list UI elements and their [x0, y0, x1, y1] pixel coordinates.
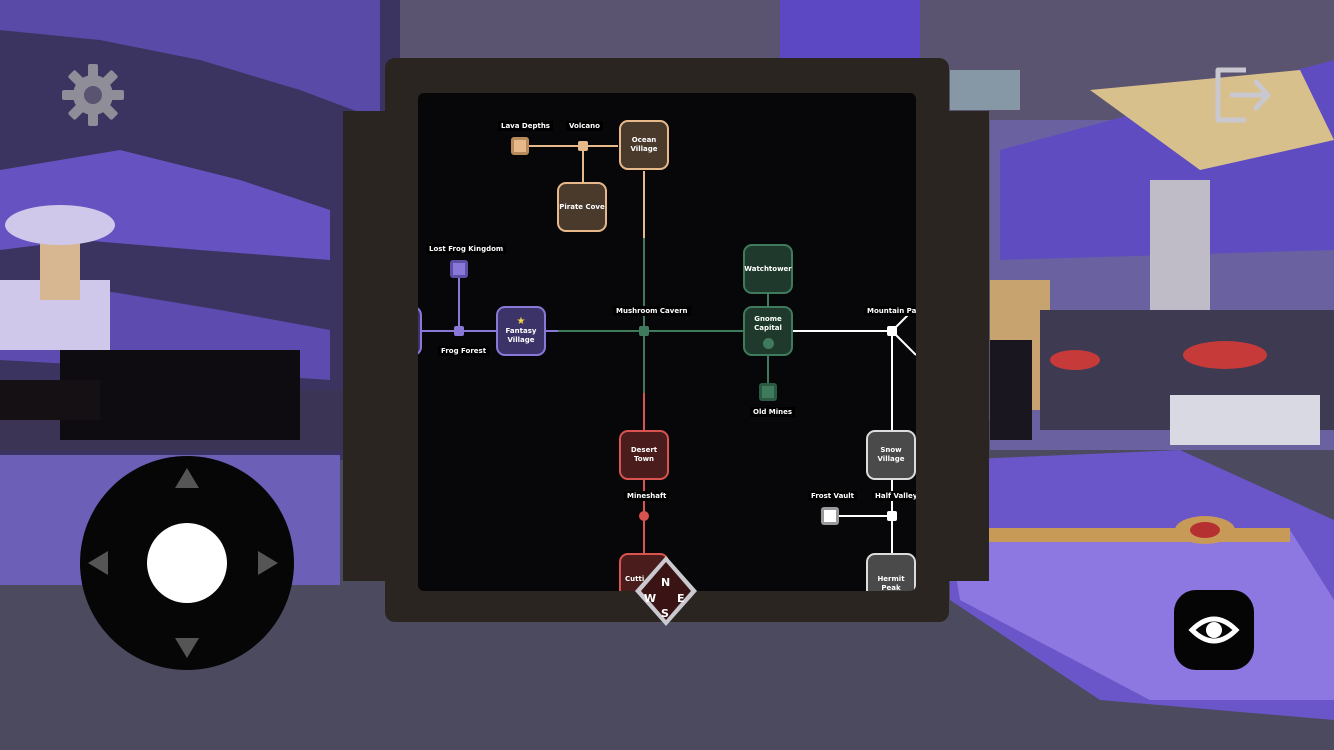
map-label-lava-depths: Lava Depths — [498, 121, 553, 131]
map-frame-left-tab — [343, 111, 387, 581]
map-node-gnome-capital[interactable]: Gnome Capital — [743, 306, 793, 356]
map-label-half-valley: Half Valley — [872, 491, 916, 501]
map-node-desert-town[interactable]: Desert Town — [619, 430, 669, 480]
up-arrow-icon[interactable] — [175, 468, 199, 488]
settings-gear-icon[interactable] — [60, 62, 126, 128]
compass-diamond-icon — [635, 556, 697, 626]
compass-east: E — [677, 592, 685, 605]
compass: N E S W — [635, 556, 697, 626]
junction-mineshaft[interactable] — [639, 511, 649, 521]
junction-volcano[interactable] — [578, 141, 588, 151]
junction-half-valley[interactable] — [887, 511, 897, 521]
left-arrow-icon[interactable] — [88, 551, 108, 575]
exit-icon[interactable] — [1210, 62, 1276, 128]
map-label-frost-vault: Frost Vault — [808, 491, 858, 501]
door-tile-lava-depths[interactable] — [511, 137, 529, 155]
map-label-lost-frog-kingdom: Lost Frog Kingdom — [426, 244, 507, 254]
map-connections — [418, 145, 916, 553]
map-node-pirate-cove[interactable]: Pirate Cove — [557, 182, 607, 232]
view-toggle-button[interactable] — [1174, 590, 1254, 670]
map-label-old-mines: Old Mines — [750, 407, 796, 417]
star-icon: ★ — [516, 316, 526, 327]
map-node-partial-left[interactable] — [418, 306, 422, 356]
junction-mushroom-cavern[interactable] — [639, 326, 649, 336]
compass-south: S — [661, 607, 669, 620]
map-node-gnome-capital-label: Gnome Capital — [754, 315, 782, 332]
map-label-volcano: Volcano — [566, 121, 603, 131]
compass-north: N — [661, 576, 671, 589]
map-frame-right-tab — [945, 111, 989, 581]
map-node-hermit-peak[interactable]: Hermit Peak — [866, 553, 916, 591]
eye-icon — [1188, 616, 1240, 644]
junction-frog-forest[interactable] — [454, 326, 464, 336]
map-node-fantasy-village[interactable]: ★ Fantasy Village — [496, 306, 546, 356]
map-label-mushroom-cavern: Mushroom Cavern — [613, 306, 691, 316]
map-label-mineshaft: Mineshaft — [624, 491, 670, 501]
map-label-mountain-pass: Mountain Pass — [864, 306, 916, 316]
movement-joystick[interactable] — [80, 456, 294, 670]
right-arrow-icon[interactable] — [258, 551, 278, 575]
down-arrow-icon[interactable] — [175, 638, 199, 658]
door-tile-old-mines[interactable] — [759, 383, 777, 401]
player-marker-icon — [762, 338, 774, 349]
map-label-frog-forest: Frog Forest — [438, 346, 490, 356]
door-tile-frost-vault[interactable] — [821, 507, 839, 525]
compass-west: W — [644, 592, 657, 605]
map-node-fantasy-village-label: Fantasy Village — [505, 327, 537, 344]
door-tile-lost-frog-kingdom[interactable] — [450, 260, 468, 278]
map-screen[interactable]: Ocean Village Pirate Cove ★ Fantasy Vill… — [418, 93, 916, 591]
junction-mountain-pass[interactable] — [887, 326, 897, 336]
map-node-snow-village[interactable]: Snow Village — [866, 430, 916, 480]
map-node-watchtower[interactable]: Watchtower — [743, 244, 793, 294]
map-node-ocean-village[interactable]: Ocean Village — [619, 120, 669, 170]
joystick-knob[interactable] — [147, 523, 227, 603]
